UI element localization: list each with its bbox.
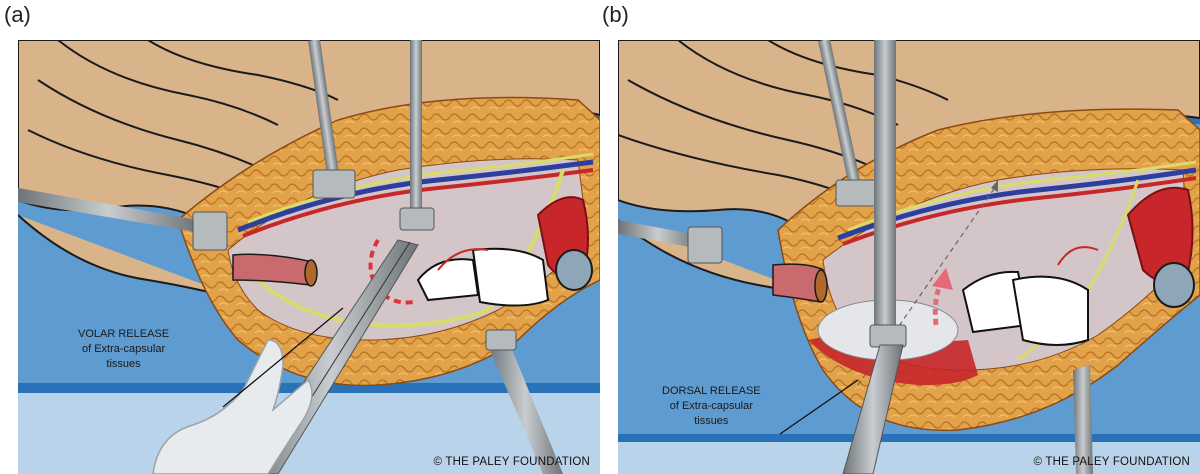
panel-b-label: (b) xyxy=(602,2,629,27)
finger-line xyxy=(627,79,869,166)
retractor-top-center xyxy=(399,40,435,231)
retractor-center-vertical xyxy=(869,40,907,348)
panel-b-illustration xyxy=(618,40,1200,474)
dorsal-release-caption: DORSAL RELEASE of Extra-capsular tissues xyxy=(662,384,761,429)
copyright-notice: © THE PALEY FOUNDATION xyxy=(433,456,590,468)
finger-line xyxy=(618,134,841,193)
panel-b: DORSAL RELEASE of Extra-capsular tissues… xyxy=(618,40,1200,474)
lower-nerve xyxy=(251,169,565,328)
bone xyxy=(1011,275,1089,346)
surgical-scissors xyxy=(842,344,904,474)
caption-line-3: tissues xyxy=(106,358,141,370)
caption-line-3: tissues xyxy=(694,415,729,427)
leader-line xyxy=(222,307,344,408)
dashed-path-arrowhead xyxy=(991,180,998,192)
panel-a: VOLAR RELEASE of Extra-capsular tissues … xyxy=(18,40,600,474)
vein xyxy=(237,159,594,233)
retractor-bottom-right xyxy=(1073,365,1093,474)
muscle-end xyxy=(1153,262,1195,308)
tendon-end xyxy=(304,259,318,287)
retractor-top-left xyxy=(818,40,877,207)
panel-a-label: (a) xyxy=(4,2,31,27)
retractor-left xyxy=(18,188,228,251)
leader-line xyxy=(779,379,859,435)
release-arrowhead xyxy=(932,268,953,290)
panel-a-illustration xyxy=(18,40,600,474)
finger-line xyxy=(27,129,229,191)
retractor-top-left xyxy=(308,40,356,199)
tendon-stump xyxy=(232,253,314,286)
caption-line-1: VOLAR RELEASE xyxy=(78,328,170,340)
bone xyxy=(416,258,480,302)
volar-release-caption: VOLAR RELEASE of Extra-capsular tissues xyxy=(78,327,169,372)
blue-stripe-bottom xyxy=(618,434,1200,442)
finger-line xyxy=(57,40,279,126)
artery xyxy=(242,168,594,238)
copyright-notice: © THE PALEY FOUNDATION xyxy=(1033,456,1190,468)
gloved-hand xyxy=(152,339,313,474)
retractor-bottom-right xyxy=(485,329,563,474)
vessel-branch xyxy=(437,248,489,271)
muscle-end xyxy=(555,249,593,291)
vessel-branch xyxy=(1057,246,1099,266)
nerve xyxy=(847,160,1197,232)
bone xyxy=(471,247,550,307)
artery xyxy=(842,176,1197,246)
finger-line xyxy=(37,79,254,166)
nerve xyxy=(247,152,594,224)
retractor-left xyxy=(618,220,723,264)
finger-line xyxy=(677,40,899,126)
caption-line-1: DORSAL RELEASE xyxy=(662,385,761,397)
background-lower xyxy=(618,442,1200,474)
caption-line-2: of Extra-capsular xyxy=(669,400,753,412)
tendon-end xyxy=(814,269,828,303)
caption-line-2: of Extra-capsular xyxy=(81,343,166,355)
